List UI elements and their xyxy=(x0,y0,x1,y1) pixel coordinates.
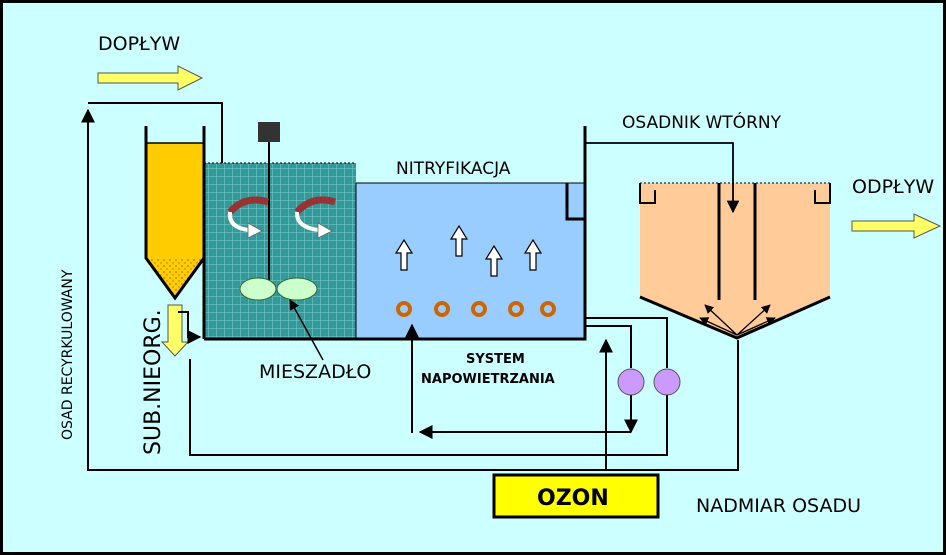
pump-right xyxy=(653,368,681,396)
secondary-clarifier-label: OSADNIK WTÓRNY xyxy=(622,111,782,133)
aeration-label-line2: NAPOWIETRZANIA xyxy=(421,372,555,387)
nitrification-label: NITRYFIKACJA xyxy=(396,159,511,179)
tank-outline xyxy=(204,126,587,341)
internal-recycle-line xyxy=(585,325,632,368)
diffusers xyxy=(396,301,556,317)
recycled-sludge-label: OSAD RECYRKULOWANY xyxy=(60,269,76,440)
outflow-label: ODPŁYW xyxy=(852,176,934,198)
pump-right-line xyxy=(585,317,668,368)
rotation-arrow-left xyxy=(227,196,270,239)
sludge-collection-arrows xyxy=(699,304,776,336)
pump-left xyxy=(617,368,645,396)
air-arrows xyxy=(394,224,543,277)
ozone-label: OZON xyxy=(537,486,609,511)
mixer-motor xyxy=(258,122,280,142)
impeller-right xyxy=(276,277,318,301)
mixer-pointer xyxy=(289,299,324,361)
pump-right-return xyxy=(189,359,668,456)
mixing-tank xyxy=(204,163,356,339)
impeller-left xyxy=(239,277,277,301)
grit-tank-outline xyxy=(144,126,206,301)
outlet-weir xyxy=(565,183,585,221)
recycle-line xyxy=(81,108,739,471)
clarifier-tank xyxy=(640,183,830,338)
excess-sludge-label: NADMIAR OSADU xyxy=(696,495,861,517)
outflow-arrow xyxy=(851,213,942,239)
clarifier-outline xyxy=(639,295,831,340)
rotation-arrow-right xyxy=(294,196,337,239)
inflow-arrow xyxy=(97,65,204,91)
clarifier-weir-left xyxy=(639,183,656,204)
clarifier-feed-line xyxy=(585,142,740,214)
recycle-top-line xyxy=(88,102,223,165)
ozone-box xyxy=(492,473,660,519)
clarifier-weir-right xyxy=(814,183,831,204)
inorganic-label: SUB.NIEORG. xyxy=(141,309,166,455)
grit-to-mix-line xyxy=(178,311,202,344)
inflow-label: DOPŁYW xyxy=(98,33,180,55)
grit-sediment xyxy=(146,258,204,298)
aeration-label-line1: SYSTEM xyxy=(466,352,525,367)
mixer-label: MIESZADŁO xyxy=(259,361,371,383)
